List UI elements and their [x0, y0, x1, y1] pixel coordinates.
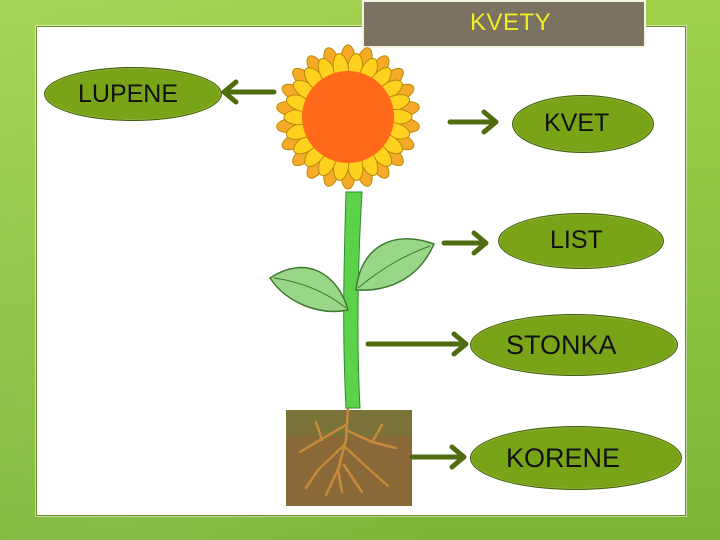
- arrow-to-korene: [409, 444, 467, 470]
- slide-title: KVETY: [470, 9, 552, 36]
- label-oval-lupene: [44, 67, 222, 121]
- label-oval-stonka: [470, 314, 678, 376]
- flower-head: [276, 44, 420, 190]
- label-stonka: STONKA: [506, 330, 617, 360]
- arrow-to-stonka: [365, 331, 469, 357]
- label-kvet: KVET: [544, 109, 610, 137]
- arrows: [221, 79, 499, 470]
- label-oval-list: [498, 213, 664, 269]
- stem: [343, 191, 363, 409]
- arrow-to-list: [441, 230, 489, 256]
- title-box: [362, 0, 646, 48]
- label-korene: KORENE: [506, 443, 621, 473]
- label-lupene: LUPENE: [78, 80, 179, 108]
- leaves: [268, 238, 436, 313]
- arrow-to-lupene: [221, 79, 277, 105]
- soil-with-roots: [286, 406, 412, 506]
- label-list: LIST: [550, 226, 603, 254]
- label-oval-kvet: [512, 95, 654, 153]
- label-oval-korene: [470, 426, 682, 490]
- arrow-to-kvet: [447, 109, 499, 135]
